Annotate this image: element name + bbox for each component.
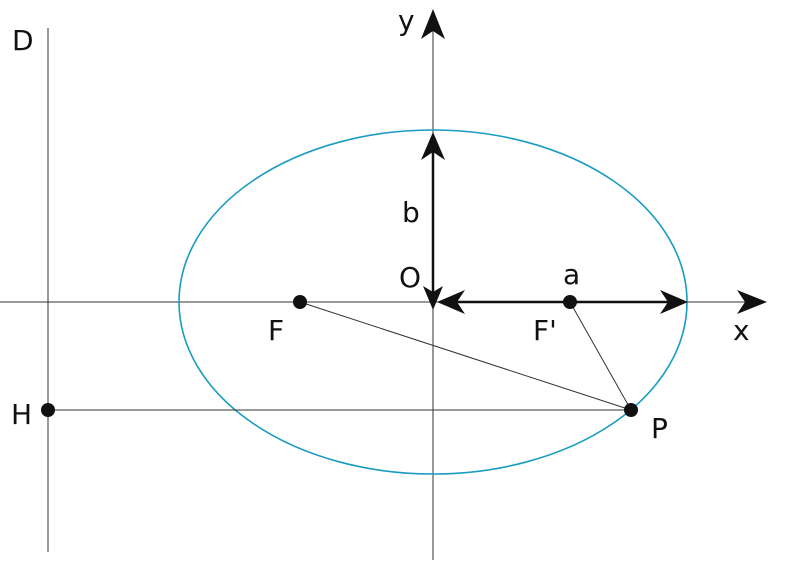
- point-h: [41, 403, 55, 417]
- focus-f-label: F: [268, 314, 284, 347]
- x-axis-arrowhead: [737, 290, 767, 314]
- y-axis-label: y: [398, 4, 415, 37]
- segment-pf: [299, 301, 632, 411]
- origin-label: O: [399, 261, 421, 294]
- semi-minor-arrow-top: [421, 132, 445, 160]
- point-p-label: P: [651, 412, 668, 445]
- semi-major-label: a: [563, 258, 580, 291]
- y-axis-arrowhead: [421, 9, 445, 39]
- x-axis-label: x: [733, 314, 750, 347]
- semi-minor-arrow-bottom: [423, 286, 443, 310]
- focus-f-prime-point: [563, 295, 577, 309]
- focus-f-prime-label: F': [533, 314, 557, 347]
- point-p: [624, 403, 638, 417]
- point-h-label: H: [11, 398, 32, 431]
- semi-minor-label: b: [402, 196, 420, 229]
- semi-major-arrow-right: [660, 290, 688, 314]
- focus-f-point: [293, 295, 307, 309]
- directrix-label: D: [12, 24, 34, 57]
- semi-major-arrow-left: [437, 290, 465, 314]
- segment-pf-prime: [569, 301, 632, 411]
